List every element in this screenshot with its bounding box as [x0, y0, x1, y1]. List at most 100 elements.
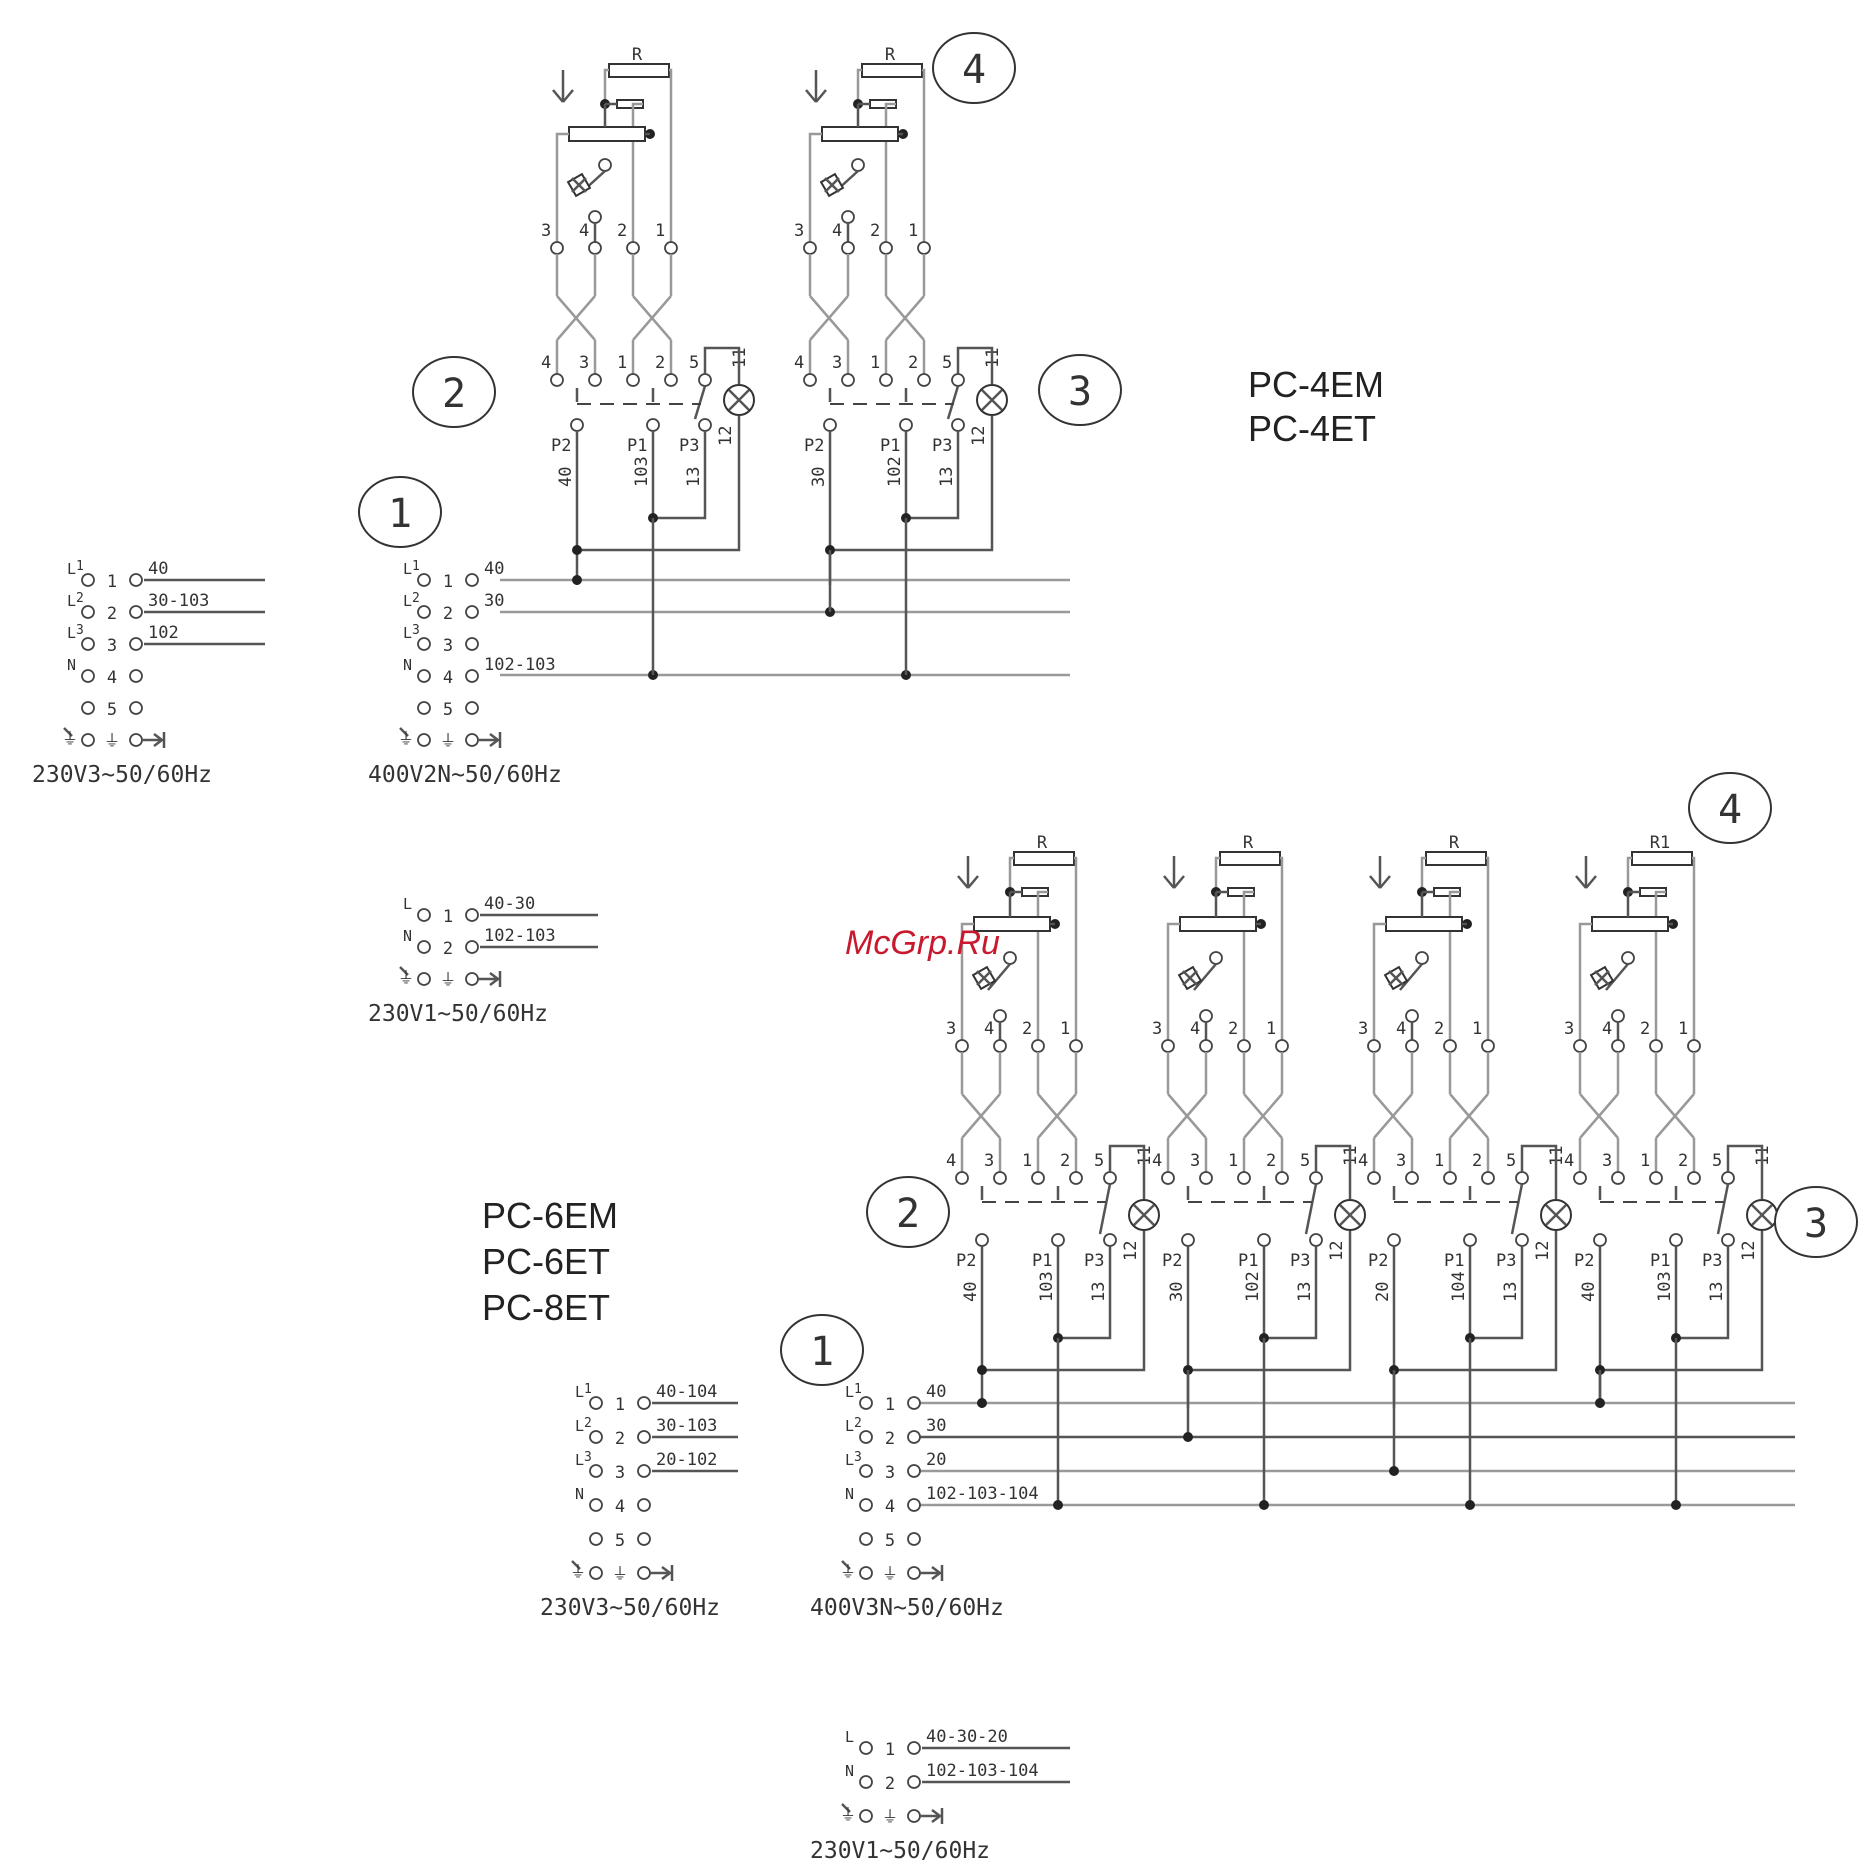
junction-dot [1053, 1500, 1063, 1510]
contact-blade [1510, 1183, 1524, 1235]
terminal-label: 2 [1228, 1019, 1238, 1039]
arrow-icon [931, 1566, 943, 1580]
terminal-number: 3 [107, 636, 117, 656]
wire [1626, 856, 1632, 892]
terminal-number: 1 [885, 1740, 895, 1760]
phase-label: N [845, 1762, 854, 1780]
phase-label-index: 3 [584, 1450, 592, 1465]
callout-3 [1038, 354, 1122, 426]
wire [1676, 1246, 1730, 1340]
wire [1008, 856, 1014, 892]
contact-blade [693, 385, 707, 420]
switch-terminal [993, 1009, 1007, 1023]
relay-label: P2 [956, 1251, 976, 1271]
phase-label: L [67, 624, 76, 642]
wire-number: 102 [1243, 1271, 1263, 1302]
phase-label: L [67, 592, 76, 610]
relay-terminal-P3 [698, 418, 712, 432]
arrow-icon [931, 1809, 943, 1823]
terminal-number: 3 [615, 1463, 625, 1483]
wire [809, 295, 849, 341]
terminal-number: 2 [615, 1429, 625, 1449]
callout-4-number: 4 [962, 47, 986, 93]
relay-label: P2 [804, 436, 824, 456]
wire-number: 102-103-104 [926, 1484, 1039, 1504]
ground-icon: ⏚ [840, 1805, 856, 1824]
indicator-lamp-icon [1133, 1204, 1155, 1226]
terminal-1-out [465, 573, 479, 587]
terminal-label: 3 [1152, 1019, 1162, 1039]
switch-terminal [1405, 1009, 1419, 1023]
terminal-1-out [907, 1396, 921, 1410]
wire [1726, 1144, 1764, 1199]
ground-icon [1585, 875, 1597, 889]
ground-icon [63, 727, 73, 737]
ground-icon [1575, 875, 1587, 889]
terminal-lower-4 [803, 373, 817, 387]
voltage-label: 230V1~50/60Hz [810, 1838, 990, 1864]
terminal-2 [417, 605, 431, 619]
terminal-label: 2 [908, 353, 918, 373]
watermark: McGrp.Ru [845, 924, 1000, 962]
terminal-3 [81, 637, 95, 651]
terminal-label: 3 [1358, 1019, 1368, 1039]
terminal-lower-5 [951, 373, 965, 387]
resistor-label: R [1449, 833, 1460, 853]
terminal-3-out [907, 1464, 921, 1478]
terminal-label: 1 [1434, 1151, 1444, 1171]
terminal-2-out [465, 940, 479, 954]
ground-icon [399, 966, 409, 976]
ground-icon: ⏚ [398, 729, 414, 748]
wire [982, 1231, 1146, 1372]
junction-dot [1595, 1398, 1605, 1408]
terminal-4 [417, 669, 431, 683]
terminal-3 [589, 1464, 603, 1478]
relay-label: P2 [1162, 1251, 1182, 1271]
ground-icon [957, 875, 969, 889]
relay-label: P2 [1574, 1251, 1594, 1271]
terminal-label: 4 [1152, 1151, 1162, 1171]
terminal-lower-3 [993, 1171, 1007, 1185]
junction-dot [1389, 1466, 1399, 1476]
ground-icon [562, 89, 574, 103]
switch-terminal [1611, 1009, 1625, 1023]
terminal-label: 4 [946, 1151, 956, 1171]
terminal-label: 5 [942, 353, 952, 373]
terminal-ground-out [907, 1809, 921, 1823]
terminal-upper-4 [841, 241, 855, 255]
terminal-number: 1 [443, 907, 453, 927]
terminal-label: 5 [689, 353, 699, 373]
callout-4-bottom [1688, 772, 1772, 844]
callout-2-number: 2 [442, 371, 466, 417]
wire [631, 102, 643, 248]
wire [703, 346, 741, 384]
terminal-lower-1 [879, 373, 893, 387]
terminal-label: 4 [541, 353, 551, 373]
switch-terminal [1621, 951, 1635, 965]
terminal-label: 2 [1640, 1019, 1650, 1039]
terminal-number: 1 [885, 1395, 895, 1415]
resistor [1425, 851, 1487, 866]
terminal-number: 2 [107, 604, 117, 624]
terminal-2-out [907, 1430, 921, 1444]
callout-markers: 1 2 3 4 1 2 3 4 [358, 32, 1858, 1386]
terminal-label: 3 [1190, 1151, 1200, 1171]
switch-terminal [841, 210, 855, 224]
wire-number: 102 [885, 456, 905, 487]
terminal-label: 2 [870, 221, 880, 241]
relay-terminal-P1 [646, 418, 660, 432]
heating-element [1179, 916, 1257, 932]
terminal-upper-1 [1481, 1039, 1495, 1053]
terminal-ground [859, 1809, 873, 1823]
junction-dot [1671, 1500, 1681, 1510]
terminal-1 [417, 908, 431, 922]
ground-icon: ⏚ [612, 1564, 628, 1583]
terminal-lower-2 [1069, 1171, 1083, 1185]
switch-terminal [588, 210, 602, 224]
terminal-upper-4 [1611, 1039, 1625, 1053]
wire [1037, 1093, 1077, 1139]
terminal-upper-1 [1069, 1039, 1083, 1053]
